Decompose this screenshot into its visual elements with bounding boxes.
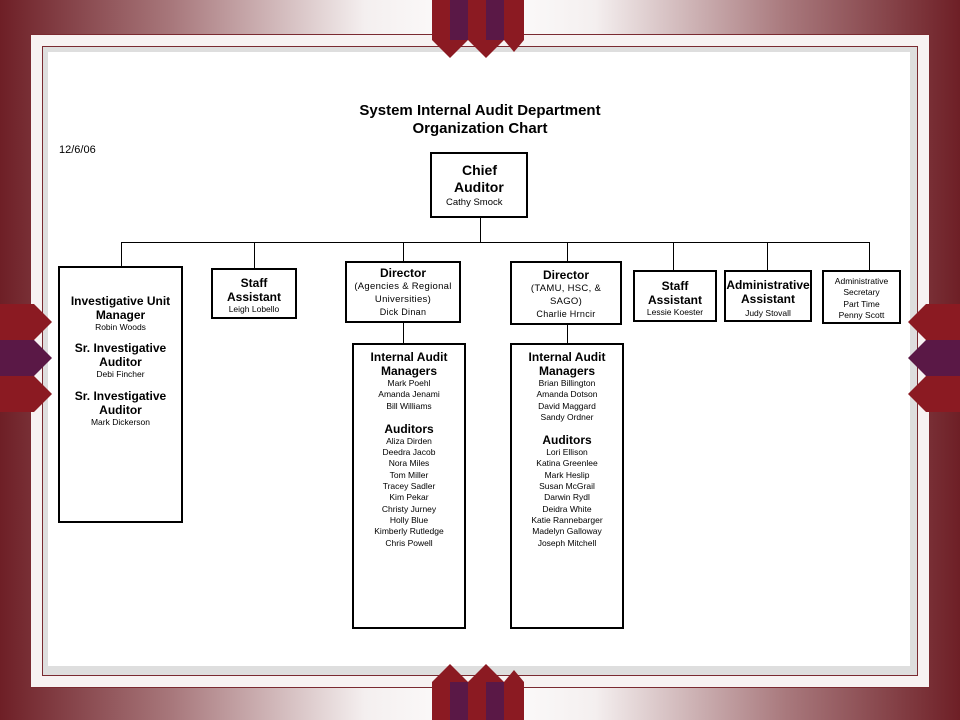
admin-assistant-title-line2: Assistant	[740, 292, 796, 306]
team-tamu-auditor: Susan McGrail	[539, 481, 595, 492]
team-agencies-managers-title-line1: Internal Audit	[370, 350, 448, 364]
team-tamu-auditors-list: Lori Ellison Katina Greenlee Mark Heslip…	[512, 447, 622, 549]
director-tamu-title: Director	[542, 268, 589, 282]
sr-investigative-auditor-1-title-line1: Sr. Investigative	[74, 341, 167, 356]
team-agencies-manager: Bill Williams	[386, 400, 432, 411]
team-agencies-auditor: Deedra Jacob	[382, 447, 436, 458]
chief-name: Cathy Smock	[446, 197, 503, 208]
team-agencies-manager: Amanda Jenami	[378, 389, 440, 400]
connector-director-agencies	[403, 242, 404, 262]
staff-assistant-1-name: Leigh Lobello	[228, 304, 280, 314]
team-agencies-auditor: Holly Blue	[389, 514, 429, 525]
staff-assistant-2-title-line1: Staff	[661, 279, 689, 293]
team-tamu-auditor: Madelyn Galloway	[532, 526, 602, 537]
sr-investigative-auditor-2-title-line1: Sr. Investigative	[74, 388, 167, 403]
staff-assistant-2-name: Lessie Koester	[646, 307, 704, 317]
team-agencies-auditor: Aliza Dirden	[386, 435, 432, 446]
team-tamu-auditor: Lori Ellison	[546, 447, 588, 458]
connector-tamu-team	[567, 325, 568, 343]
connector-chief-down	[480, 218, 481, 243]
bottom-ribbon-decoration	[432, 664, 524, 720]
chief-auditor-box: Chief Auditor Cathy Smock	[430, 152, 528, 218]
admin-secretary-line3: Part Time	[843, 298, 880, 309]
team-tamu-auditor: Darwin Rydl	[544, 492, 590, 503]
staff-assistant-1-box: Staff Assistant Leigh Lobello	[211, 268, 297, 319]
right-ribbon-decoration	[908, 304, 960, 412]
team-tamu-auditor: Joseph Mitchell	[537, 537, 597, 548]
team-agencies-auditors-list: Aliza Dirden Deedra Jacob Nora Miles Tom…	[354, 436, 464, 549]
team-tamu-auditor: Katie Rannebarger	[531, 514, 603, 525]
director-tamu-sub-line1: (TAMU, HSC, &	[530, 283, 602, 294]
team-agencies-managers-title-line2: Managers	[380, 364, 438, 378]
investigative-manager-title-line2: Manager	[95, 308, 146, 322]
team-agencies-auditor: Kim Pekar	[389, 492, 429, 503]
connector-staff-assistant-1	[254, 242, 255, 268]
team-tamu-box: Internal Audit Managers Brian Billington…	[510, 343, 624, 629]
director-agencies-box: Director (Agencies & Regional Universiti…	[345, 261, 461, 323]
team-agencies-auditor: Christy Jurney	[381, 503, 437, 514]
admin-assistant-name: Judy Stovall	[745, 308, 791, 318]
staff-assistant-1-title-line2: Assistant	[226, 290, 282, 304]
staff-assistant-2-title-line2: Assistant	[647, 293, 703, 307]
team-tamu-auditor: Katina Greenlee	[536, 458, 598, 469]
team-agencies-auditor: Kimberly Rutledge	[374, 526, 444, 537]
connector-admin-secretary	[869, 242, 870, 270]
team-tamu-manager: David Maggard	[538, 400, 596, 411]
director-agencies-name: Dick Dinan	[379, 307, 427, 317]
connector-horizontal-bus	[121, 242, 869, 243]
team-agencies-auditors-title: Auditors	[384, 421, 434, 436]
admin-secretary-name: Penny Scott	[838, 309, 885, 320]
team-agencies-manager: Mark Poehl	[387, 378, 431, 388]
chief-title-line1: Chief	[462, 162, 497, 178]
connector-director-tamu	[567, 242, 568, 261]
connector-staff-assistant-2	[673, 242, 674, 270]
chief-title-line2: Auditor	[454, 179, 504, 195]
sr-investigative-auditor-2-title-line2: Auditor	[99, 402, 142, 417]
director-tamu-sub-line2: SAGO)	[549, 296, 583, 307]
team-tamu-managers-list: Brian Billington Amanda Dotson David Mag…	[512, 378, 622, 423]
admin-secretary-line1: Administrative	[834, 276, 889, 286]
team-agencies-box: Internal Audit Managers Mark Poehl Amand…	[352, 343, 466, 629]
team-tamu-managers-title-line2: Managers	[538, 364, 596, 378]
connector-investigative	[121, 242, 122, 266]
team-tamu-manager: Brian Billington	[538, 378, 596, 388]
team-tamu-manager: Amanda Dotson	[536, 389, 598, 400]
sr-investigative-auditor-2-name: Mark Dickerson	[90, 416, 151, 427]
chart-title: System Internal Audit Department	[359, 102, 601, 119]
connector-admin-assistant	[767, 242, 768, 270]
team-tamu-auditor: Mark Heslip	[544, 469, 590, 480]
team-agencies-auditor: Tom Miller	[389, 469, 429, 480]
admin-secretary-line2: Secretary	[843, 287, 880, 298]
team-tamu-auditor: Deidra White	[542, 503, 592, 514]
admin-secretary-box: Administrative Secretary Part Time Penny…	[822, 270, 901, 324]
investigative-manager-title-line1: Investigative Unit	[70, 294, 171, 308]
team-agencies-auditor: Tracey Sadler	[382, 481, 436, 492]
top-ribbon-decoration	[432, 0, 524, 58]
team-tamu-managers-title-line1: Internal Audit	[528, 350, 606, 364]
team-agencies-auditor: Chris Powell	[385, 537, 433, 548]
team-agencies-managers-list: Mark Poehl Amanda Jenami Bill Williams	[354, 378, 464, 412]
team-tamu-auditors-title: Auditors	[542, 433, 592, 448]
investigative-manager-name: Robin Woods	[95, 322, 146, 332]
director-agencies-title: Director	[379, 266, 426, 280]
sr-investigative-auditor-1-title-line2: Auditor	[99, 355, 142, 370]
staff-assistant-1-title-line1: Staff	[240, 276, 268, 290]
director-tamu-box: Director (TAMU, HSC, & SAGO) Charlie Hrn…	[510, 261, 622, 325]
director-tamu-name: Charlie Hrncir	[536, 309, 596, 319]
director-agencies-sub-line1: (Agencies & Regional	[354, 281, 452, 292]
team-agencies-auditor: Nora Miles	[388, 458, 430, 469]
admin-assistant-box: Administrative Assistant Judy Stovall	[724, 270, 812, 322]
director-agencies-sub-line2: Universities)	[374, 294, 432, 305]
staff-assistant-2-box: Staff Assistant Lessie Koester	[633, 270, 717, 322]
admin-assistant-title-line1: Administrative	[726, 278, 810, 292]
connector-agencies-team	[403, 323, 404, 343]
chart-subtitle: Organization Chart	[412, 120, 548, 137]
left-ribbon-decoration	[0, 304, 52, 412]
sr-investigative-auditor-1-name: Debi Fincher	[96, 369, 145, 380]
investigative-unit-box: Investigative Unit Manager Robin Woods S…	[58, 266, 183, 523]
chart-date: 12/6/06	[59, 144, 96, 156]
team-tamu-manager: Sandy Ordner	[540, 411, 594, 422]
